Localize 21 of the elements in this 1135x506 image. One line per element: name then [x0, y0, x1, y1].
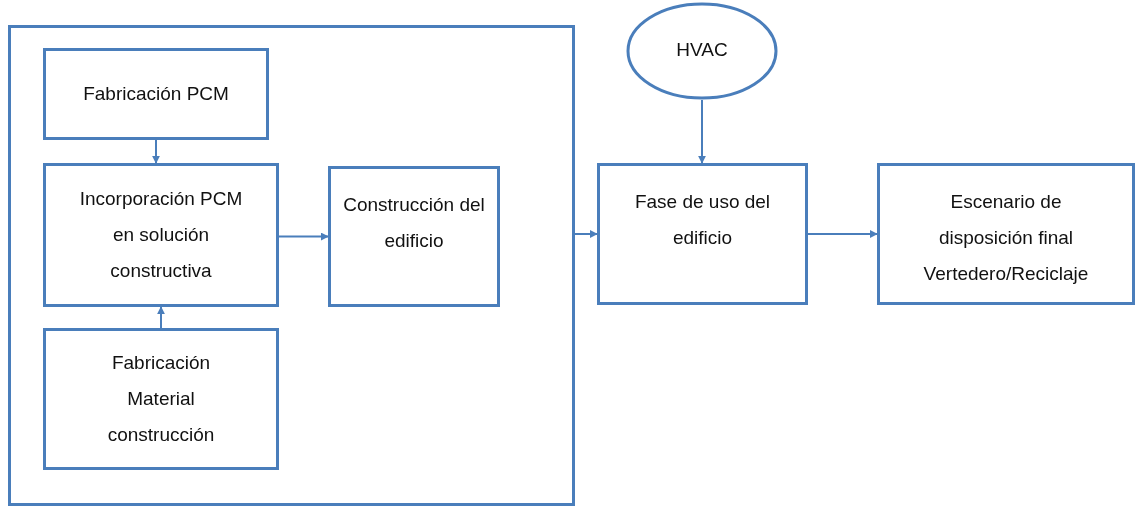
group-frame [8, 25, 575, 506]
process-box [43, 328, 279, 470]
node-label: Construcción del edificio [342, 193, 486, 254]
arrow [152, 139, 160, 164]
node-label: Escenario de disposición final Vertedero/Reciclaje [922, 190, 1090, 287]
terminal-ellipse [626, 2, 778, 100]
arrow [574, 230, 598, 238]
arrow [157, 306, 165, 329]
node-label: Fabricación Material construcción [106, 350, 216, 448]
arrow [807, 230, 878, 238]
process-box [43, 48, 269, 140]
process-box [597, 163, 808, 305]
node-label: Fabricación PCM [83, 81, 229, 106]
arrow [698, 99, 706, 164]
node-label: HVAC [676, 38, 728, 62]
arrow [278, 232, 329, 241]
node-label: Fase de uso del edificio [634, 190, 771, 251]
process-box [877, 163, 1135, 305]
process-box [43, 163, 279, 307]
node-label: Incorporación PCM en solución constructiva [78, 186, 244, 284]
process-box [328, 166, 500, 307]
